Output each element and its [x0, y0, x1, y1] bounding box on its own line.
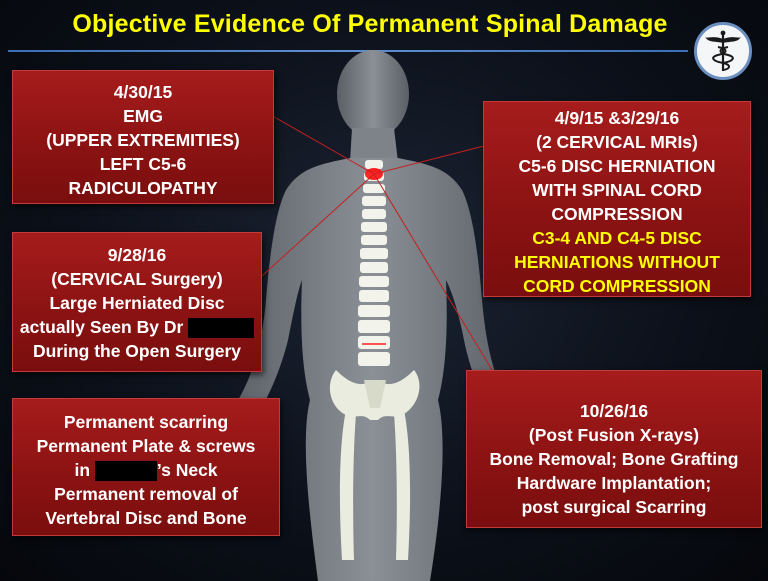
mri-highlight-line: C3-4 AND C4-5 DISC — [532, 228, 702, 248]
permanent-line: Permanent Plate & screws — [36, 436, 256, 456]
mri-line: (2 CERVICAL MRIs) — [536, 132, 698, 152]
xray-box: 10/26/16 (Post Fusion X-rays) Bone Remov… — [466, 370, 762, 528]
mri-box: 4/9/15 &3/29/16 (2 CERVICAL MRIs) C5-6 D… — [483, 101, 751, 297]
emg-date: 4/30/15 — [113, 82, 173, 102]
permanent-line: Vertebral Disc and Bone — [45, 508, 247, 528]
xray-line: (Post Fusion X-rays) — [528, 425, 700, 445]
emg-line: (UPPER EXTREMITIES) — [46, 130, 240, 150]
femur-bones — [339, 410, 411, 560]
title-divider — [8, 50, 688, 52]
slide-title: Objective Evidence Of Permanent Spinal D… — [72, 10, 668, 38]
permanent-damage-box: Permanent scarring Permanent Plate & scr… — [12, 398, 280, 536]
surgery-box: 9/28/16 (CERVICAL Surgery) Large Herniat… — [12, 232, 262, 372]
emg-box: 4/30/15 EMG (UPPER EXTREMITIES) LEFT C5-… — [12, 70, 274, 204]
pelvis-bone — [329, 370, 420, 420]
permanent-suffix: ’s Neck — [156, 460, 218, 480]
surgery-doctor-text: actually Seen By Dr — [19, 317, 184, 337]
spine-vertebrae — [358, 160, 390, 366]
mri-highlight-line: CORD COMPRESSION — [523, 276, 711, 296]
mri-highlight-line: HERNIATIONS WITHOUT — [514, 252, 720, 272]
permanent-line: in ’s Neck — [13, 458, 279, 482]
surgery-line: actually Seen By Dr — [13, 315, 261, 339]
caduceus-logo — [694, 22, 752, 80]
emg-line: EMG — [123, 106, 163, 126]
xray-date: 10/26/16 — [579, 401, 649, 421]
emg-line: LEFT C5-6 — [99, 154, 187, 174]
surgery-line: During the Open Surgery — [32, 341, 242, 361]
mri-date: 4/9/15 &3/29/16 — [554, 108, 680, 128]
permanent-line: Permanent removal of — [54, 484, 238, 504]
connector-lines — [261, 109, 493, 371]
xray-line: Hardware Implantation; — [516, 473, 712, 493]
surgery-line: (CERVICAL Surgery) — [51, 269, 223, 289]
body-silhouette — [224, 50, 520, 581]
caduceus-icon — [705, 30, 741, 71]
mri-line: COMPRESSION — [551, 204, 683, 224]
redacted-name — [94, 461, 157, 482]
xray-line: Bone Removal; Bone Grafting — [489, 449, 739, 469]
emg-line: RADICULOPATHY — [68, 178, 218, 198]
xray-line: post surgical Scarring — [521, 497, 707, 517]
surgery-line: Large Herniated Disc — [49, 293, 225, 313]
permanent-prefix: in — [74, 460, 91, 480]
permanent-line: Permanent scarring — [63, 412, 229, 432]
surgery-date: 9/28/16 — [107, 245, 167, 265]
mri-line: WITH SPINAL CORD — [532, 180, 702, 200]
redacted-name — [188, 318, 255, 339]
mri-line: C5-6 DISC HERNIATION — [518, 156, 716, 176]
